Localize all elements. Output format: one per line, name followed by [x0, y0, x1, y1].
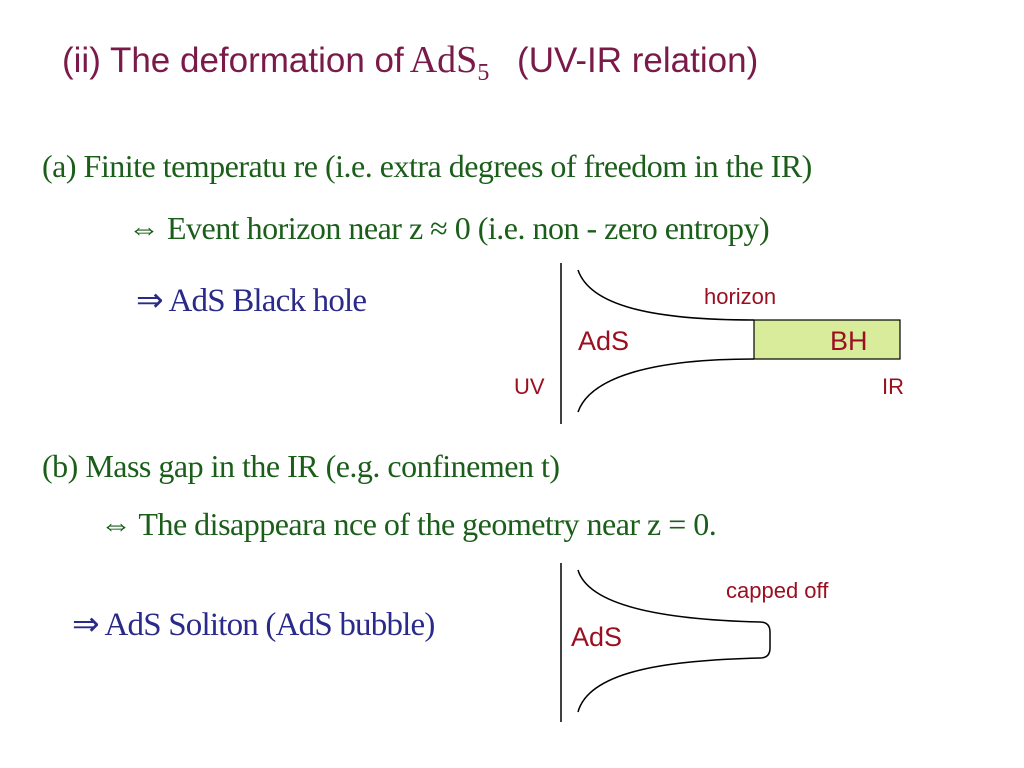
title-math-sub: 5	[477, 60, 490, 86]
title-math: AdS5	[409, 39, 490, 86]
bh-label: BH	[830, 326, 868, 356]
ads-label-b: AdS	[571, 622, 623, 652]
blackhole-box	[753, 319, 901, 360]
section-a-line3: ⇒ AdS Black hole	[136, 283, 367, 319]
ads-label-a: AdS	[578, 326, 630, 356]
section-a-line1: (a) Finite temperatu re (i.e. extra degr…	[42, 148, 812, 184]
upper-curve-b	[577, 569, 761, 623]
uv-label: UV	[514, 374, 545, 399]
title-suffix: (UV-IR relation)	[517, 41, 759, 80]
section-b-line3: ⇒ AdS Soliton (AdS bubble)	[72, 607, 435, 643]
cap-curve	[759, 621, 771, 659]
section-b-line1: (b) Mass gap in the IR (e.g. confinemen …	[42, 448, 560, 484]
lower-curve-b	[577, 657, 761, 713]
capped-off-label: capped off	[726, 578, 829, 603]
horizon-label: horizon	[704, 284, 777, 309]
section-a-line2: ⇔ Event horizon near z ≈ 0 (i.e. non - z…	[128, 210, 770, 246]
ir-label: IR	[882, 374, 904, 399]
lower-curve-a	[577, 358, 755, 413]
title-prefix: (ii) The deformation of	[62, 41, 404, 80]
section-b-line2: ⇔ The disappeara nce of the geometry nea…	[100, 506, 717, 542]
upper-curve-a	[577, 269, 755, 321]
title-math-base: AdS	[409, 39, 478, 81]
